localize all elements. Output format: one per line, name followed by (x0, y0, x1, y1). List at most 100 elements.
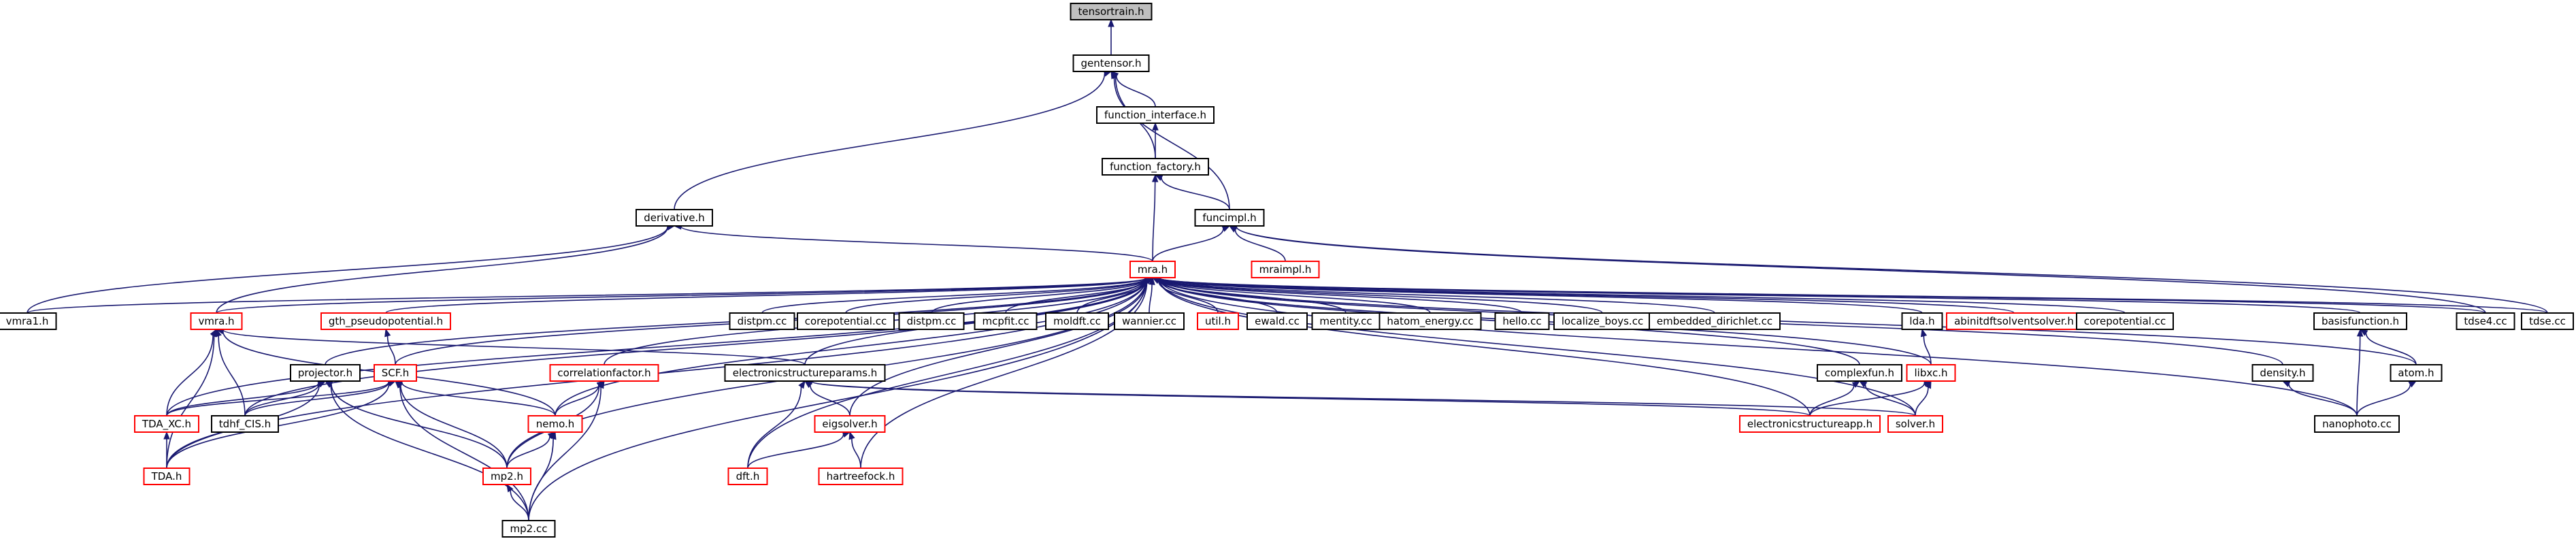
node-lda-h[interactable]: lda.h (1901, 312, 1943, 330)
node-box (1901, 312, 1943, 330)
node-tdse4-cc[interactable]: tdse4.cc (2456, 312, 2515, 330)
node-gentensor-h[interactable]: gentensor.h (1072, 54, 1150, 72)
node-function-interface-h[interactable]: function_interface.h (1096, 106, 1215, 124)
edge-density_h-to-nanophoto_cc (2281, 380, 2358, 416)
node-label: hello.cc (1502, 315, 1541, 327)
edge-funcimpl_h-to-mraimpl_h (1228, 225, 1286, 262)
node-mcpfit-cc[interactable]: mcpfit.cc (974, 312, 1038, 330)
node-box (1070, 3, 1153, 20)
node-libxc-h[interactable]: libxc.h (1906, 364, 1956, 382)
node-tdse-cc[interactable]: tdse.cc (2521, 312, 2574, 330)
node-distpm-cc-b[interactable]: distpm.cc (898, 312, 965, 330)
node-correlationfactor-h[interactable]: correlationfactor.h (549, 364, 659, 382)
node-label: correlationfactor.h (557, 367, 650, 379)
node-wannier-cc[interactable]: wannier.cc (1114, 312, 1185, 330)
node-embedded-dirichlet-cc[interactable]: embedded_dirichlet.cc (1649, 312, 1781, 330)
edge-complexfun_h-to-electronicstructureapp_h (1809, 380, 1861, 416)
node-density-h[interactable]: density.h (2251, 364, 2314, 382)
node-hartreefock-h[interactable]: hartreefock.h (818, 468, 904, 485)
node-label: funcimpl.h (1202, 212, 1256, 224)
node-label: basisfunction.h (2322, 315, 2399, 327)
node-box (211, 415, 279, 433)
node-solver-h[interactable]: solver.h (1887, 415, 1943, 433)
node-electronicstructureapp-h[interactable]: electronicstructureapp.h (1739, 415, 1881, 433)
node-SCF-h[interactable]: SCF.h (374, 364, 417, 382)
node-basisfunction-h[interactable]: basisfunction.h (2313, 312, 2407, 330)
node-nemo-h[interactable]: nemo.h (527, 415, 583, 433)
node-label: mcpfit.cc (982, 315, 1029, 327)
node-mra-h[interactable]: mra.h (1129, 261, 1176, 278)
edge-vmra_h-to-TDA_h (166, 328, 217, 469)
edge-function_factory_h-to-funcimpl_h (1154, 174, 1230, 210)
node-label: projector.h (298, 367, 352, 379)
edge-function_interface_h-to-function_factory_h (1152, 122, 1159, 159)
edge-tensortrain_h-to-gentensor_h (1108, 18, 1114, 55)
node-ewald-cc[interactable]: ewald.cc (1246, 312, 1308, 330)
node-box (2314, 415, 2400, 433)
node-box (1739, 415, 1881, 433)
node-box (1102, 158, 1209, 176)
edge-TDA_XC_h-to-TDA_h (163, 431, 170, 468)
node-label: electronicstructureapp.h (1747, 418, 1872, 430)
node-tdhf-CIS-h[interactable]: tdhf_CIS.h (211, 415, 279, 433)
node-label: embedded_dirichlet.cc (1657, 315, 1772, 328)
node-label: dft.h (736, 470, 760, 482)
node-box (729, 312, 795, 330)
edge-eigsolver_h-to-hartreefock_h (848, 431, 861, 469)
node-atom-h[interactable]: atom.h (2390, 364, 2443, 382)
node-box (482, 468, 531, 485)
node-box (724, 364, 886, 382)
node-label: mraimpl.h (1259, 263, 1312, 276)
node-label: electronicstructureparams.h (733, 367, 878, 379)
edge-electronicstructureparams_h-to-dft_h (747, 380, 806, 469)
node-gth-pseudopotential-h[interactable]: gth_pseudopotential.h (320, 312, 451, 330)
node-box (1096, 106, 1215, 124)
node-localize-boys-cc[interactable]: localize_boys.cc (1553, 312, 1651, 330)
node-nanophoto-cc[interactable]: nanophoto.cc (2314, 415, 2400, 433)
node-complexfun-h[interactable]: complexfun.h (1817, 364, 1902, 382)
edge-complexfun_h-to-solver_h (1858, 380, 1916, 416)
node-label: TDA_XC.h (142, 418, 191, 431)
node-TDA-XC-h[interactable]: TDA_XC.h (134, 415, 199, 433)
node-TDA-h[interactable]: TDA.h (143, 468, 191, 485)
node-hello-cc[interactable]: hello.cc (1494, 312, 1550, 330)
node-vmra1-h[interactable]: vmra1.h (0, 312, 57, 330)
node-label: nanophoto.cc (2322, 418, 2392, 430)
node-label: corepotential.cc (2084, 315, 2166, 327)
node-function-factory-h[interactable]: function_factory.h (1102, 158, 1209, 176)
edge-derivative_h-to-mra_h (673, 223, 1153, 262)
edge-nemo_h-to-mp2_cc (528, 431, 557, 521)
node-mp2-cc[interactable]: mp2.cc (501, 520, 556, 538)
node-tensortrain-h[interactable]: tensortrain.h (1070, 3, 1153, 20)
node-moldft-cc[interactable]: moldft.cc (1045, 312, 1109, 330)
node-label: SCF.h (382, 367, 410, 379)
node-projector-h[interactable]: projector.h (290, 364, 361, 382)
node-label: function_interface.h (1104, 109, 1206, 122)
edge-libxc_h-to-solver_h (1915, 380, 1932, 416)
node-eigsolver-h[interactable]: eigsolver.h (814, 415, 886, 433)
edge-SCF_h-to-mp2_cc (395, 380, 529, 521)
node-derivative-h[interactable]: derivative.h (635, 209, 713, 227)
node-label: vmra.h (198, 315, 234, 327)
node-corepotential-cc-b[interactable]: corepotential.cc (2076, 312, 2174, 330)
edge-basisfunction_h-to-atom_h (2359, 329, 2417, 365)
node-box (1072, 54, 1150, 72)
node-corepotential-cc-a[interactable]: corepotential.cc (797, 312, 895, 330)
node-electronicstructureparams-h[interactable]: electronicstructureparams.h (724, 364, 886, 382)
node-mentity-cc[interactable]: mentity.cc (1311, 312, 1381, 330)
node-hatom-energy-cc[interactable]: hatom_energy.cc (1378, 312, 1482, 330)
node-box (1494, 312, 1550, 330)
node-distpm-cc[interactable]: distpm.cc (729, 312, 795, 330)
node-funcimpl-h[interactable]: funcimpl.h (1194, 209, 1265, 227)
node-vmra-h[interactable]: vmra.h (190, 312, 243, 330)
node-mraimpl-h[interactable]: mraimpl.h (1251, 261, 1320, 278)
node-util-h[interactable]: util.h (1197, 312, 1239, 330)
node-dft-h[interactable]: dft.h (727, 468, 768, 485)
node-mp2-h[interactable]: mp2.h (482, 468, 531, 485)
edge-mra_h-to-wannier_cc (1149, 276, 1155, 314)
node-label: tdse.cc (2529, 315, 2566, 327)
node-label: gth_pseudopotential.h (329, 315, 443, 328)
node-abinitdftsolventsolver-h[interactable]: abinitdftsolventsolver.h (1946, 312, 2082, 330)
edge-lda_h-to-libxc_h (1920, 328, 1932, 365)
